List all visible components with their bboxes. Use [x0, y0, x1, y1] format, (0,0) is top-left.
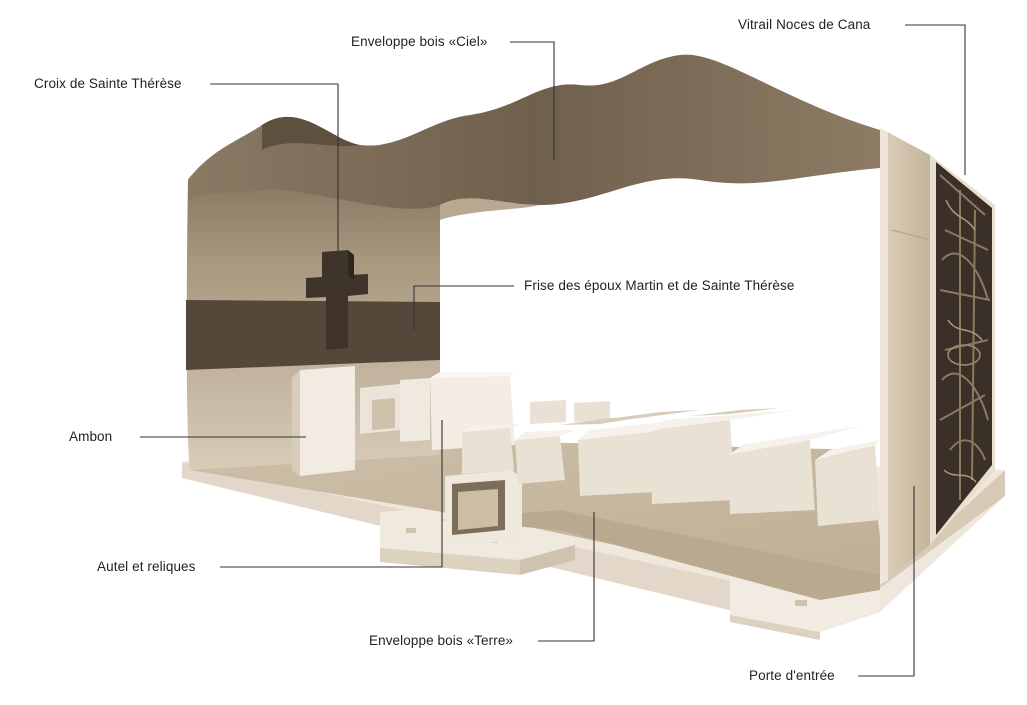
label-frise: Frise des époux Martin et de Sainte Thér…	[524, 278, 795, 293]
ceiling-ciel	[188, 54, 880, 220]
leader-croix	[210, 83, 339, 262]
leader-autel	[220, 420, 443, 568]
leader-porte	[858, 486, 915, 677]
pews	[462, 400, 880, 526]
entrance-wall	[880, 128, 995, 585]
leader-lines	[140, 24, 966, 677]
label-porte: Porte d'entrée	[749, 668, 835, 683]
label-enveloppe-ciel: Enveloppe bois «Ciel»	[351, 34, 488, 49]
label-autel: Autel et reliques	[97, 559, 196, 574]
label-vitrail: Vitrail Noces de Cana	[738, 17, 871, 32]
leader-vitrail	[905, 24, 966, 175]
leader-ciel	[510, 41, 555, 160]
cross	[306, 250, 368, 350]
leader-frise	[413, 285, 514, 330]
altar	[445, 470, 522, 546]
leader-terre	[538, 512, 595, 642]
ambon	[292, 366, 355, 476]
stained-glass-window	[936, 162, 992, 535]
label-enveloppe-terre: Enveloppe bois «Terre»	[369, 633, 514, 648]
label-ambon: Ambon	[69, 429, 113, 444]
label-croix: Croix de Sainte Thérèse	[34, 76, 182, 91]
frieze-band	[186, 300, 440, 370]
